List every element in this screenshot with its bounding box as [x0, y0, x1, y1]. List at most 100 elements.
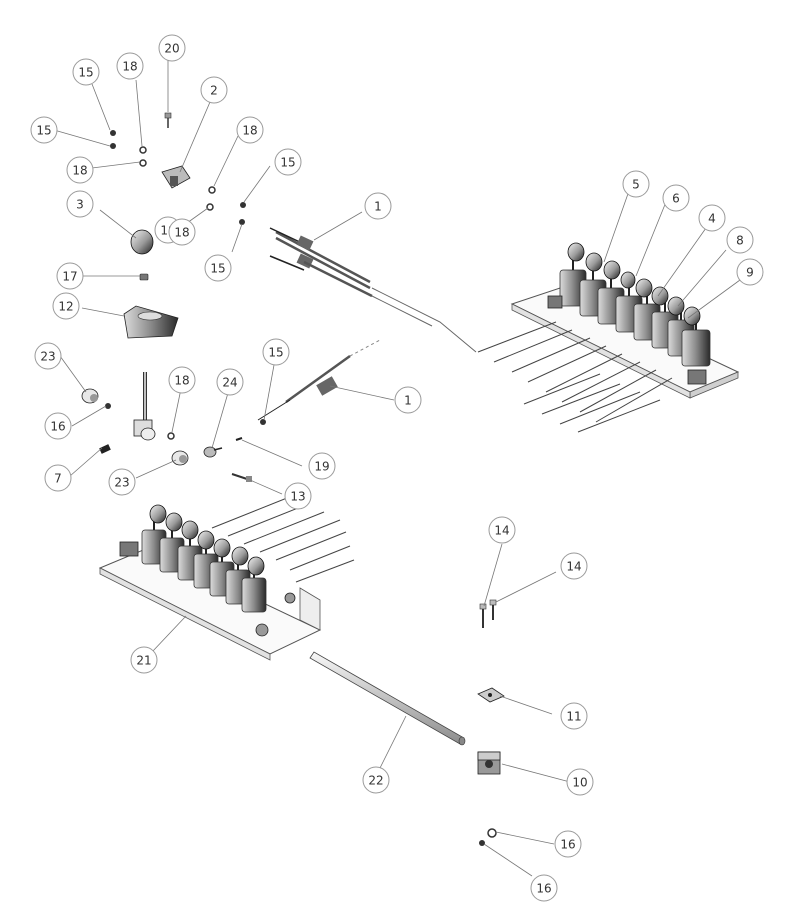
callout-number: 15	[210, 262, 225, 276]
part-20-screw	[164, 112, 172, 128]
callout-number: 6	[672, 192, 680, 206]
callout-number: 18	[72, 164, 87, 178]
callout-12: 12	[52, 292, 80, 320]
part-12-boot	[123, 305, 179, 339]
callout-circle	[158, 34, 186, 62]
part-11-plate	[477, 687, 505, 703]
callout-circle	[566, 768, 594, 796]
washer-part	[139, 146, 147, 154]
lower-bank-fitting-2	[284, 592, 296, 604]
callout-number: 1	[404, 394, 412, 408]
callout-18: 18	[168, 218, 196, 246]
lower-bank-fitting	[255, 623, 269, 637]
upper-bank-pushrods-long	[523, 373, 661, 433]
upper-lever-1	[559, 242, 587, 307]
callout-number: 16	[50, 420, 65, 434]
callout-18: 18	[236, 116, 264, 144]
callout-1: 1	[394, 386, 422, 414]
callout-circle	[116, 52, 144, 80]
callout-21: 21	[130, 646, 158, 674]
callout-number: 18	[242, 124, 257, 138]
callout-circle	[34, 342, 62, 370]
lower-bank-plate-edge	[99, 567, 271, 661]
nut-part	[105, 403, 111, 409]
callout-16: 16	[554, 830, 582, 858]
washer-part	[139, 159, 147, 167]
lower-bank-clamp-left	[119, 541, 139, 557]
callout-circle	[622, 170, 650, 198]
callout-number: 7	[54, 472, 62, 486]
callout-circle	[560, 552, 588, 580]
callout-16: 16	[530, 874, 558, 902]
callout-circle	[554, 830, 582, 858]
callout-number: 2	[210, 84, 218, 98]
callout-circle	[108, 468, 136, 496]
callout-number: 13	[290, 490, 305, 504]
callout-circle	[364, 192, 392, 220]
washer-part	[487, 828, 497, 838]
callout-number: 9	[746, 266, 754, 280]
callout-number: 11	[566, 710, 581, 724]
part-10-clamp	[477, 751, 501, 775]
callout-number: 20	[164, 42, 179, 56]
lower-control-bank	[98, 495, 355, 661]
callout-number: 10	[572, 776, 587, 790]
upper-bank-clamp-right	[687, 369, 707, 385]
upper-control-bank	[477, 242, 740, 433]
nut-part	[240, 202, 246, 208]
lower-lever-7	[241, 556, 267, 613]
callout-17: 17	[56, 262, 84, 290]
callout-9: 9	[736, 258, 764, 286]
callout-number: 18	[174, 374, 189, 388]
callout-circle	[56, 262, 84, 290]
washer-part	[167, 432, 175, 440]
callout-23: 23	[34, 342, 62, 370]
callout-15: 15	[204, 254, 232, 282]
callout-circle	[530, 874, 558, 902]
callout-6: 6	[662, 184, 690, 212]
callout-20: 20	[158, 34, 186, 62]
callout-circle	[560, 702, 588, 730]
callout-circle	[488, 516, 516, 544]
callout-24: 24	[216, 368, 244, 396]
callout-15: 15	[274, 148, 302, 176]
callout-circle	[66, 156, 94, 184]
callout-16: 16	[44, 412, 72, 440]
callout-18: 18	[116, 52, 144, 80]
callout-18: 18	[168, 366, 196, 394]
callout-number: 14	[566, 560, 581, 574]
washer-part	[208, 186, 216, 194]
upper-lever-8	[681, 306, 711, 367]
callout-number: 17	[62, 270, 77, 284]
upper-bank-plate-flange	[511, 303, 691, 399]
callout-circle	[726, 226, 754, 254]
part-13-clevis	[231, 473, 252, 482]
part-7	[99, 444, 111, 454]
callout-number: 22	[368, 774, 383, 788]
callout-number: 14	[494, 524, 509, 538]
cable-upper	[269, 227, 477, 353]
callout-circle	[66, 190, 94, 218]
part-14-bolts	[479, 599, 497, 628]
part-24	[203, 446, 223, 458]
callout-number: 4	[708, 212, 716, 226]
nut-part	[239, 219, 245, 225]
callout-10: 10	[566, 768, 594, 796]
upper-bank-pushrods	[477, 321, 673, 423]
callout-circle	[204, 254, 232, 282]
callout-number: 24	[222, 376, 237, 390]
part-19-pin	[235, 437, 243, 441]
lower-bank-plate-flange	[299, 587, 321, 631]
lower-bank-pushrods	[211, 495, 355, 583]
part-23-cap-upper	[81, 388, 99, 404]
callout-number: 19	[314, 460, 329, 474]
callout-number: 16	[560, 838, 575, 852]
part-2-bracket	[161, 165, 191, 189]
callout-5: 5	[622, 170, 650, 198]
callout-15: 15	[72, 58, 100, 86]
part-lever-assembly	[133, 372, 156, 441]
callout-circle	[736, 258, 764, 286]
